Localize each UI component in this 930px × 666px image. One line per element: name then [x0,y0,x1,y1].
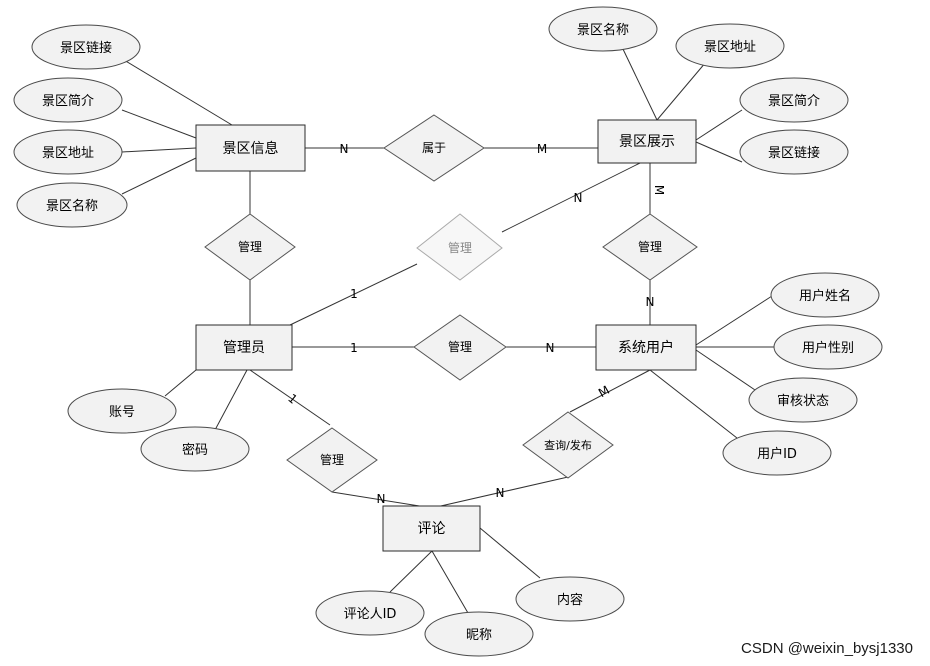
relationship-label: 管理 [638,239,662,254]
attribute-user-id: 用户ID [722,430,832,476]
attribute-scenic-display-link: 景区链接 [739,129,849,175]
cardinality-user-admin: N [546,341,555,355]
relationship-query-publish: 查询/发布 [522,411,614,479]
edge-user-id [649,369,738,439]
entity-admin: 管理员 [195,324,293,371]
cardinality-user-comment-bottom: N [496,486,505,500]
cardinality-admin-user: 1 [350,341,358,355]
attribute-label: 评论人ID [344,607,397,622]
relationship-manage-scenic-display: 管理 [416,213,503,281]
attribute-user-status: 审核状态 [748,377,858,423]
attribute-label: 密码 [182,442,208,458]
entity-scenic-display: 景区展示 [597,119,697,164]
cardinality-display-manage-admin: N [574,191,583,205]
watermark: CSDN @weixin_bysj1330 [741,640,913,657]
attribute-label: 用户姓名 [799,288,851,304]
entity-label: 景区信息 [223,140,279,157]
relationship-label: 管理 [448,240,472,255]
attribute-comment-nickname: 昵称 [424,611,534,657]
edge-admin-manage-comment [249,369,331,426]
entity-label: 景区展示 [619,134,675,150]
attribute-label: 景区名称 [46,198,98,214]
attribute-label: 内容 [557,592,583,608]
cardinality-admin-manage-display: 1 [350,287,358,301]
relationship-manage-scenic-info: 管理 [204,213,296,281]
edge-display-address [656,61,707,121]
cardinality-admin-comment-bottom: N [377,492,386,506]
attribute-user-gender: 用户性别 [773,324,883,370]
cardinality-info-belongs: N [340,142,349,156]
attribute-label: 用户ID [757,446,797,462]
attribute-label: 景区地址 [704,40,756,55]
relationship-label: 属于 [422,141,446,155]
edge-admin-manage-display [289,263,418,326]
edge-info-address [121,147,197,153]
attribute-user-name: 用户姓名 [770,272,880,318]
edge-manage-display [501,162,641,233]
edge-comment-nickname [431,550,469,614]
relationship-admin-user: 管理 [413,314,507,381]
attribute-label: 景区简介 [768,93,820,109]
edge-admin-account [164,369,197,397]
entity-label: 管理员 [223,340,265,356]
attribute-label: 账号 [109,405,135,420]
attribute-comment-content: 内容 [515,576,625,622]
attribute-label: 昵称 [466,628,492,643]
edges [121,46,774,614]
edge-query-comment [431,476,569,509]
attribute-label: 用户性别 [802,340,854,356]
relationship-label: 管理 [238,239,262,254]
relationship-belongs-to: 属于 [383,114,485,182]
relationship-display-user: 管理 [602,213,698,281]
attribute-label: 景区简介 [42,93,94,109]
attribute-scenic-display-intro: 景区简介 [739,77,849,123]
edge-info-intro [121,109,197,139]
attribute-label: 景区地址 [42,146,94,161]
entity-comment: 评论 [382,505,481,552]
attribute-scenic-info-intro: 景区简介 [13,77,123,123]
attribute-scenic-info-link: 景区链接 [31,24,141,70]
edge-info-name [121,157,197,195]
edge-manage-comment [331,491,433,509]
edge-comment-commenter [389,550,433,593]
attribute-comment-commenter-id: 评论人ID [315,590,425,636]
relationship-label: 管理 [448,339,472,354]
attribute-scenic-info-name: 景区名称 [16,182,128,228]
relationship-admin-comment: 管理 [286,427,378,493]
attribute-label: 景区名称 [577,22,629,38]
edge-display-name [621,46,658,121]
cardinality-admin-comment-top: 1 [285,391,300,407]
relationship-label: 查询/发布 [544,438,592,452]
cardinality-display-user-top: M [652,185,666,195]
entity-scenic-info: 景区信息 [195,124,306,172]
edge-display-intro [695,109,743,141]
edge-user-name [695,295,773,346]
attribute-admin-password: 密码 [140,426,250,472]
attribute-label: 景区链接 [60,40,112,56]
edge-comment-content [479,527,541,579]
cardinality-display-belongs: M [537,142,547,156]
entity-label: 评论 [418,521,446,537]
edge-user-query [569,369,651,413]
cardinality-display-user-bottom: N [646,295,655,309]
edge-user-status [695,349,759,393]
edge-info-link [123,59,233,126]
attribute-admin-account: 账号 [67,388,177,434]
edge-display-link [695,141,743,163]
attribute-label: 景区链接 [768,145,820,161]
attribute-scenic-display-address: 景区地址 [675,23,785,69]
attribute-label: 审核状态 [777,394,829,409]
attribute-scenic-display-name: 景区名称 [548,6,658,52]
edge-admin-password [214,369,248,431]
entity-system-user: 系统用户 [595,324,697,371]
attribute-scenic-info-address: 景区地址 [13,129,123,175]
entity-label: 系统用户 [618,339,674,356]
relationship-label: 管理 [320,452,344,467]
